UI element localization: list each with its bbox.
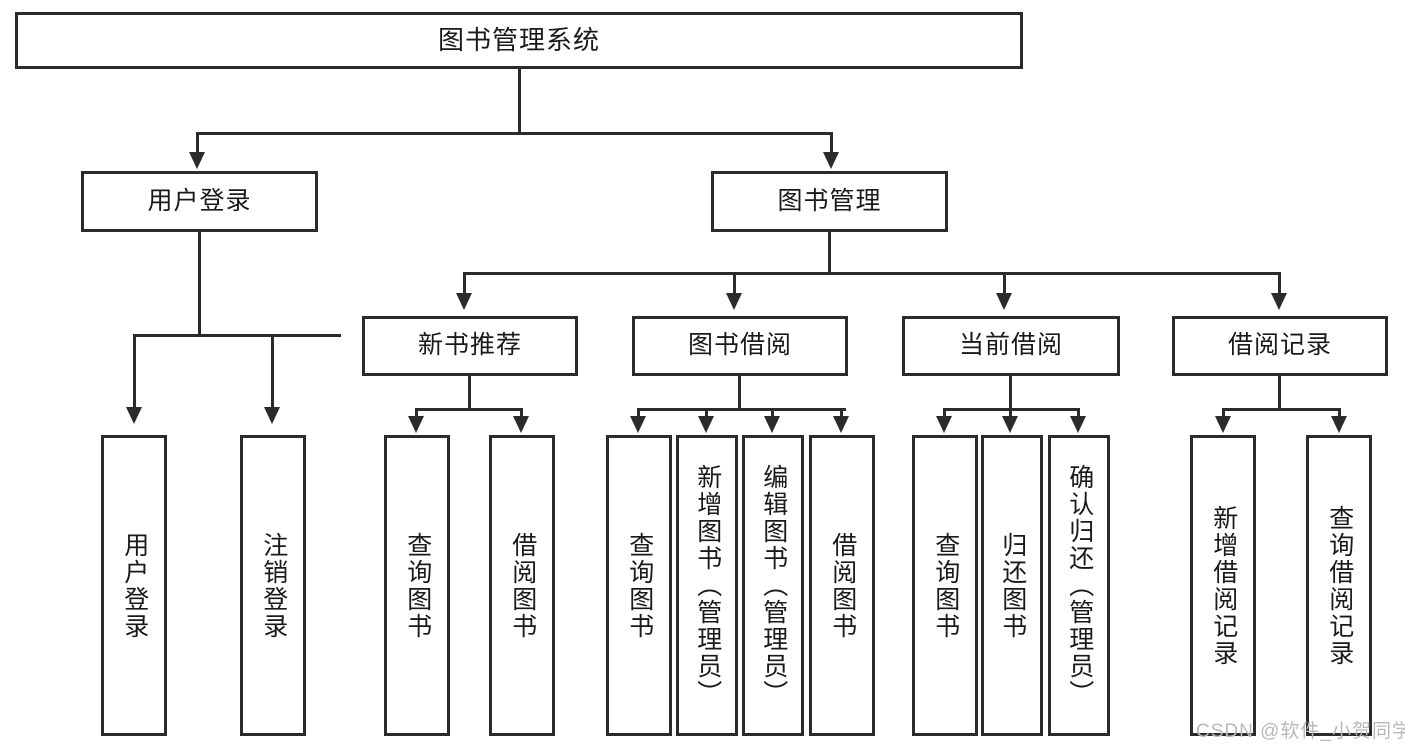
- edge-root-stem: [518, 69, 521, 134]
- edge-new-book-drop-2: [520, 408, 523, 420]
- leaf-book-borrow-4[interactable]: 借阅图书: [809, 435, 875, 736]
- arrow-current-borrow-leaf-3: [1070, 416, 1086, 433]
- edge-book-borrow-bus: [637, 408, 846, 411]
- leaf-borrow-record-1[interactable]: 新增借阅记录: [1190, 435, 1256, 736]
- node-label: 新增图书（管理员）: [693, 464, 722, 707]
- node-book-borrow[interactable]: 图书借阅: [632, 316, 848, 376]
- edge-borrow-record-drop-1: [1222, 408, 1225, 420]
- node-label: 确认归还（管理员）: [1065, 464, 1094, 707]
- node-label: 图书借阅: [687, 331, 792, 360]
- edge-book-manage-drop-4: [1278, 272, 1281, 297]
- arrow-borrow-record-leaf-2: [1331, 416, 1347, 433]
- arrow-current-borrow-leaf-2: [1002, 416, 1018, 433]
- arrow-borrow-record-leaf-1: [1215, 416, 1231, 433]
- arrow-to-new-book: [456, 293, 472, 310]
- edge-root-bus: [196, 132, 833, 135]
- arrow-book-borrow-leaf-3: [764, 416, 780, 433]
- edge-current-borrow-stem: [1009, 376, 1012, 411]
- edge-new-book-stem: [468, 376, 471, 411]
- leaf-new-book-1[interactable]: 查询图书: [384, 435, 450, 736]
- node-label: 查询图书: [403, 531, 432, 640]
- edge-book-borrow-drop-4: [840, 408, 843, 420]
- node-label: 用户登录: [147, 186, 252, 215]
- node-label: 新书推荐: [417, 331, 522, 360]
- node-label: 借阅记录: [1227, 331, 1332, 360]
- leaf-current-borrow-1[interactable]: 查询图书: [912, 435, 978, 736]
- edge-book-manage-drop-1: [463, 272, 466, 297]
- node-label: 用户登录: [120, 531, 149, 640]
- edge-borrow-record-bus: [1222, 408, 1341, 411]
- node-label: 图书管理系统: [437, 25, 600, 56]
- edge-book-manage-stem: [828, 232, 831, 275]
- node-label: 新增借阅记录: [1209, 504, 1238, 667]
- leaf-user-login-2[interactable]: 注销登录: [240, 435, 306, 736]
- edge-root-drop-left: [196, 132, 199, 157]
- leaf-user-login-1[interactable]: 用户登录: [101, 435, 167, 736]
- edge-current-borrow-drop-1: [943, 408, 946, 420]
- node-label: 查询图书: [625, 531, 654, 640]
- edge-book-borrow-drop-3: [771, 408, 774, 420]
- edge-new-book-bus: [415, 408, 523, 411]
- edge-book-borrow-drop-2: [705, 408, 708, 420]
- leaf-book-borrow-1[interactable]: 查询图书: [606, 435, 672, 736]
- arrow-user-login-leaf-2: [264, 407, 280, 424]
- node-label: 归还图书: [998, 531, 1027, 640]
- edge-current-borrow-drop-3: [1077, 408, 1080, 420]
- leaf-current-borrow-2[interactable]: 归还图书: [981, 435, 1043, 736]
- node-label: 借阅图书: [508, 531, 537, 640]
- arrow-current-borrow-leaf-1: [936, 416, 952, 433]
- node-root-system[interactable]: 图书管理系统: [15, 12, 1023, 69]
- node-label: 图书管理: [777, 186, 882, 215]
- node-borrow-record[interactable]: 借阅记录: [1172, 316, 1388, 376]
- arrow-new-book-leaf-2: [513, 416, 529, 433]
- edge-current-borrow-drop-2: [1009, 408, 1012, 420]
- node-label: 查询图书: [931, 531, 960, 640]
- node-book-manage[interactable]: 图书管理: [711, 171, 948, 232]
- watermark-text: CSDN @软件_小贺同学: [1196, 721, 1405, 742]
- edge-user-login-drop-1: [133, 334, 136, 412]
- arrow-book-borrow-leaf-1: [630, 416, 646, 433]
- arrow-book-borrow-leaf-4: [833, 416, 849, 433]
- edge-borrow-record-stem: [1278, 376, 1281, 411]
- leaf-current-borrow-3[interactable]: 确认归还（管理员）: [1048, 435, 1110, 736]
- leaf-borrow-record-2[interactable]: 查询借阅记录: [1306, 435, 1372, 736]
- arrow-to-borrow-record: [1271, 293, 1287, 310]
- edge-user-login-bus: [133, 334, 341, 337]
- arrow-to-book-manage: [823, 152, 839, 169]
- edge-book-manage-bus: [463, 272, 1281, 275]
- leaf-book-borrow-2[interactable]: 新增图书（管理员）: [676, 435, 738, 736]
- node-label: 借阅图书: [828, 531, 857, 640]
- arrow-new-book-leaf-1: [408, 416, 424, 433]
- edge-book-manage-drop-2: [733, 272, 736, 297]
- node-user-login[interactable]: 用户登录: [81, 171, 318, 232]
- leaf-new-book-2[interactable]: 借阅图书: [489, 435, 555, 736]
- node-label: 当前借阅: [958, 331, 1063, 360]
- edge-user-login-stem: [198, 232, 201, 337]
- arrow-user-login-leaf-1: [126, 407, 142, 424]
- arrow-to-current-borrow: [996, 293, 1012, 310]
- arrow-book-borrow-leaf-2: [698, 416, 714, 433]
- node-current-borrow[interactable]: 当前借阅: [902, 316, 1120, 376]
- edge-book-borrow-stem: [738, 376, 741, 411]
- arrow-to-user-login: [189, 152, 205, 169]
- node-label: 编辑图书（管理员）: [759, 464, 788, 707]
- edge-borrow-record-drop-2: [1338, 408, 1341, 420]
- edge-new-book-drop-1: [415, 408, 418, 420]
- node-label: 查询借阅记录: [1325, 504, 1354, 667]
- arrow-to-book-borrow: [726, 293, 742, 310]
- node-new-book[interactable]: 新书推荐: [362, 316, 578, 376]
- node-label: 注销登录: [259, 531, 288, 640]
- leaf-book-borrow-3[interactable]: 编辑图书（管理员）: [742, 435, 804, 736]
- edge-root-drop-right: [830, 132, 833, 157]
- edge-book-manage-drop-3: [1003, 272, 1006, 297]
- edge-book-borrow-drop-1: [637, 408, 640, 420]
- edge-user-login-drop-2: [271, 334, 274, 412]
